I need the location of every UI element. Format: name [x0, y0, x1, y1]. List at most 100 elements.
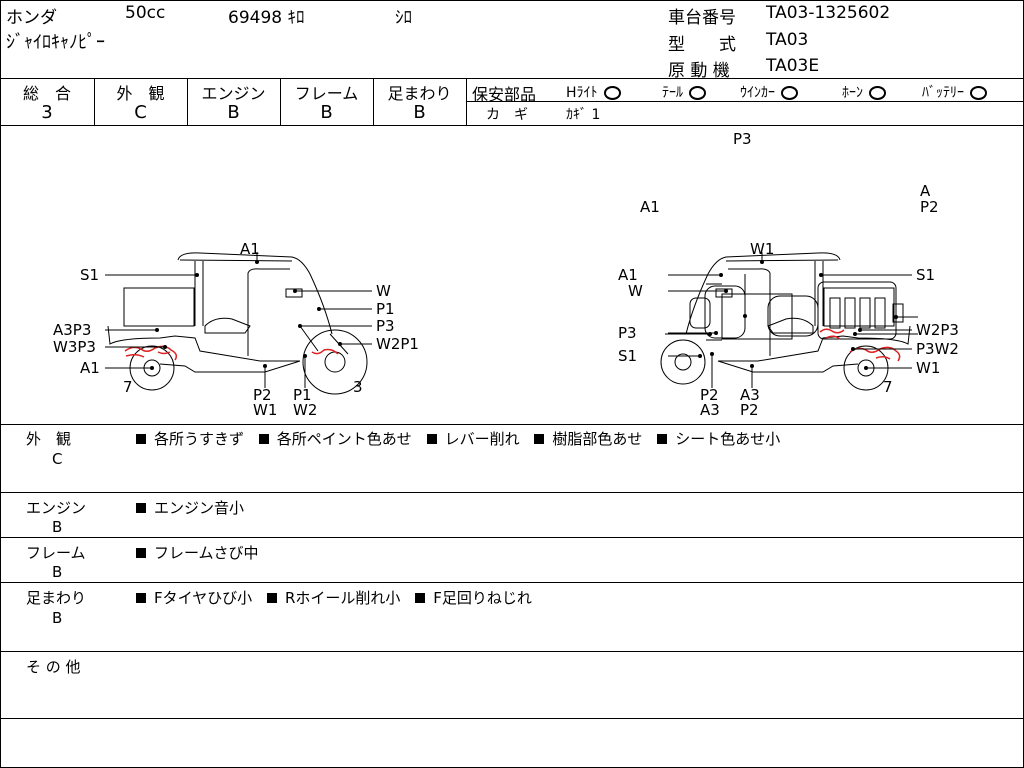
label-left-w1: W1: [253, 401, 277, 419]
chassis-value: TA03-1325602: [766, 3, 891, 23]
label-right-p2: P2: [700, 386, 719, 404]
label-top-p2: P2: [920, 198, 939, 216]
grade-engine: B: [227, 102, 240, 123]
engine-label: 原 動 機: [668, 61, 730, 81]
headlight-label: Hﾗｲﾄ: [566, 85, 598, 101]
ok-circle-icon: [781, 86, 798, 100]
tail-label: ﾃｰﾙ: [662, 85, 683, 101]
color: ｼﾛ: [395, 8, 412, 28]
label-left-a3p3: A3P3: [53, 321, 91, 339]
safety-item-horn: ﾎｰﾝ: [842, 82, 886, 102]
label-left-front-rank: 3: [353, 378, 363, 396]
label-right-w2p3: W2P3: [916, 321, 959, 339]
label-right-p2-bottom: P2: [740, 401, 759, 419]
label-left-w3p3: W3P3: [53, 338, 96, 356]
remark-title-other: そ の 他: [26, 658, 81, 676]
chassis-label: 車台番号: [668, 8, 736, 28]
bullet-icon: [136, 502, 146, 513]
mileage: 69498 ｷﾛ: [228, 3, 305, 28]
label-left-p2: P2: [253, 386, 272, 404]
right-view: [660, 252, 911, 391]
label-left-rear-rank: 7: [123, 378, 133, 396]
remark-item: 樹脂部色あせ: [552, 430, 643, 448]
remark-title-exterior: 外 観: [26, 430, 72, 448]
label-top-a1: A1: [640, 198, 660, 216]
bullet-icon: [426, 433, 437, 444]
remark-items-frame: フレームさび中: [126, 542, 259, 563]
label-left-s1: S1: [80, 266, 99, 284]
bullet-icon: [258, 433, 269, 444]
label-right-s1-lower: S1: [618, 347, 637, 365]
remark-grade-engine: B: [52, 518, 63, 536]
safety-item-headlight: Hﾗｲﾄ: [566, 82, 621, 102]
remark-items-suspension: Fタイヤひび小 Rホイール削れ小 F足回りねじれ: [126, 587, 532, 608]
ok-circle-icon: [970, 86, 987, 100]
label-top-a: A: [920, 182, 931, 200]
winker-label: ｳｲﾝｶｰ: [740, 85, 775, 101]
bullet-icon: [266, 592, 277, 603]
model-name: ｼﾞｬｲﾛｷｬﾉﾋﾟｰ: [6, 32, 105, 53]
label-left-p1: P1: [376, 300, 395, 318]
remark-items-exterior: 各所うすきず 各所ペイント色あせ レバー削れ 樹脂部色あせ シート色あせ小: [126, 428, 780, 449]
engine-value: TA03E: [766, 56, 820, 76]
label-left-a1: A1: [240, 240, 260, 258]
remark-title-frame: フレーム: [26, 544, 86, 562]
type-value: TA03: [766, 30, 809, 50]
bullet-icon: [657, 433, 668, 444]
remark-title-engine: エンジン: [26, 499, 87, 517]
label-right-w1-wheel: W1: [916, 359, 940, 377]
safety-label: 保安部品: [472, 85, 537, 104]
label-right-s1: S1: [916, 266, 935, 284]
key-label: カ ギ: [486, 107, 528, 123]
grade-header-suspension: 足まわり: [387, 84, 452, 103]
grade-header-engine: エンジン: [201, 84, 266, 103]
bullet-icon: [136, 547, 146, 558]
label-left-w2p1: W2P1: [376, 335, 419, 353]
damage-diagram: P3 A1 A P2: [53, 130, 959, 419]
grade-header-frame: フレーム: [294, 84, 359, 103]
label-right-w1: W1: [750, 240, 774, 258]
top-view-marks: [708, 314, 898, 336]
grade-header-exterior: 外 観: [116, 84, 165, 103]
remark-item: Fタイヤひび小: [154, 589, 253, 607]
bullet-icon: [415, 592, 426, 603]
safety-item-tail: ﾃｰﾙ: [662, 82, 706, 102]
label-left-p1-bottom: P1: [293, 386, 312, 404]
ok-circle-icon: [689, 86, 706, 100]
remark-item: Rホイール削れ小: [284, 589, 401, 607]
displacement: 50cc: [125, 3, 166, 23]
remark-item: エンジン音小: [154, 499, 245, 517]
ok-circle-icon: [603, 86, 621, 100]
mileage-unit: ｷﾛ: [287, 8, 305, 28]
label-left-w: W: [376, 282, 391, 300]
remark-items-engine: エンジン音小: [126, 497, 244, 518]
grade-overall: 3: [41, 102, 53, 123]
horn-label: ﾎｰﾝ: [842, 85, 863, 101]
remark-item: シート色あせ小: [675, 430, 781, 448]
label-right-p3: P3: [618, 324, 637, 342]
remark-item: 各所うすきず: [154, 430, 245, 448]
remark-grade-frame: B: [52, 563, 63, 581]
remark-grade-exterior: C: [52, 450, 63, 468]
top-view: [689, 281, 904, 341]
battery-label: ﾊﾞｯﾃﾘｰ: [922, 85, 964, 101]
remark-item: F足回りねじれ: [433, 589, 532, 607]
remark-title-suspension: 足まわり: [26, 589, 87, 607]
ok-circle-icon: [869, 86, 886, 100]
safety-item-battery: ﾊﾞｯﾃﾘｰ: [922, 82, 987, 102]
mileage-value: 69498: [228, 8, 283, 28]
label-top-p3: P3: [733, 130, 752, 148]
left-view-marks: [150, 260, 342, 370]
label-right-p3w2: P3W2: [916, 340, 959, 358]
label-left-a1-wheel: A1: [80, 359, 100, 377]
grade-frame: B: [320, 102, 333, 123]
remark-item: 各所ペイント色あせ: [276, 430, 412, 448]
grade-suspension: B: [413, 102, 426, 123]
label-right-rear-rank: 7: [883, 378, 893, 396]
label-right-a3-bottom: A3: [740, 386, 760, 404]
bullet-icon: [136, 433, 146, 444]
bullet-icon: [136, 592, 146, 603]
safety-item-winker: ｳｲﾝｶｰ: [740, 82, 798, 102]
label-left-w2: W2: [293, 401, 317, 419]
maker: ホンダ: [6, 8, 57, 28]
